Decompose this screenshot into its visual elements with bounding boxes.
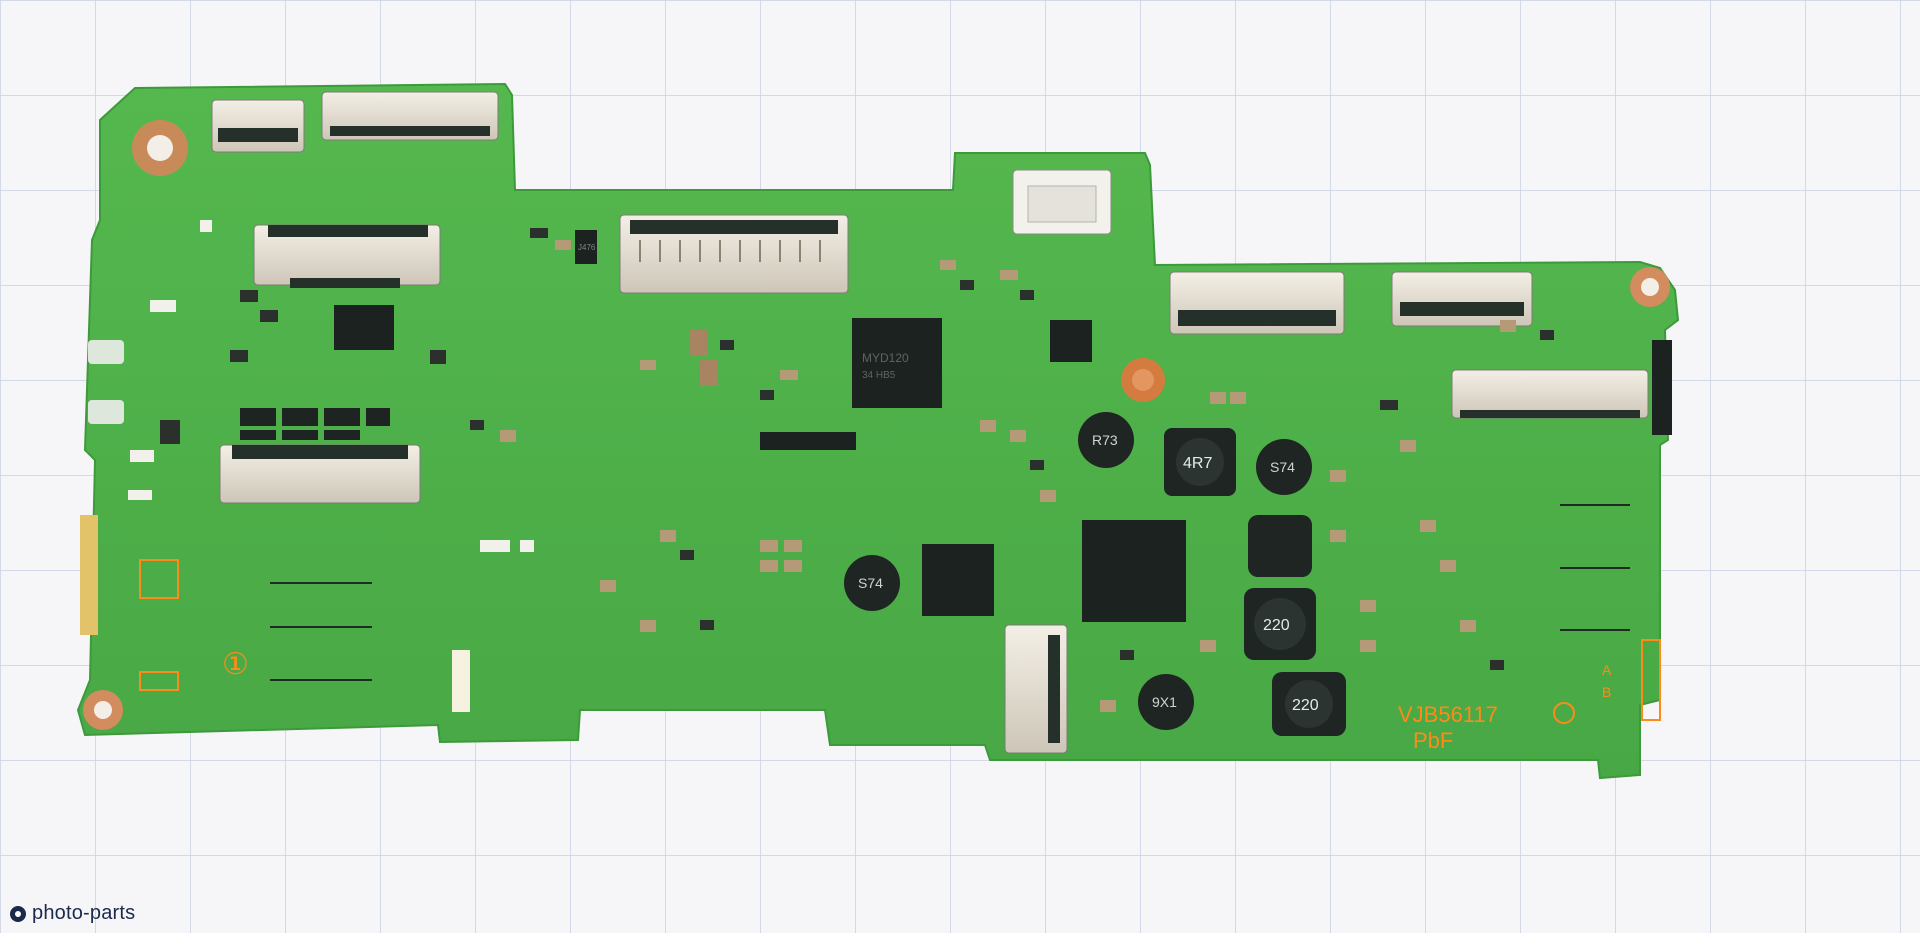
silkscreen (139, 559, 1661, 721)
ic-power-controller (1082, 520, 1186, 622)
mounting-hole-top-left (132, 120, 188, 176)
svg-text:34 HB5: 34 HB5 (862, 370, 896, 381)
fpc-connector-6 (1391, 271, 1533, 327)
inductor-220-a: 220 (1244, 588, 1316, 660)
fpc-connector-7 (1451, 369, 1649, 419)
silkscreen-lines (270, 504, 1630, 681)
inductor-4r7: 4R7 (1164, 428, 1236, 496)
svg-text:MYD120: MYD120 (862, 351, 909, 365)
svg-text:R73: R73 (1092, 432, 1118, 448)
ic-long-strip (760, 432, 856, 450)
watermark: photo-parts (10, 902, 135, 925)
inductor-s74-top: S74 (1256, 439, 1312, 495)
fpc-connector-5 (1169, 271, 1345, 335)
svg-text:4R7: 4R7 (1183, 455, 1212, 472)
silk-pbf: PbF (1413, 728, 1453, 753)
silk-circle-one: ① (222, 647, 249, 682)
inductor-220-b: 220 (1272, 672, 1346, 736)
inductor-9x1: 9X1 (1138, 674, 1194, 730)
fpc-connector-9 (1004, 624, 1068, 754)
smd-components (128, 220, 1554, 712)
side-tabs (88, 340, 124, 424)
test-pad-center (1121, 358, 1165, 402)
ic-small-mid (1050, 320, 1092, 362)
chip-j476: J476 (575, 230, 597, 264)
inductor-square (1248, 515, 1312, 577)
edge-contact-gold (80, 515, 98, 635)
svg-text:9X1: 9X1 (1152, 694, 1177, 710)
pad-array (240, 408, 390, 440)
ic-main-processor: MYD120 34 HB5 (852, 318, 942, 408)
svg-text:220: 220 (1263, 617, 1290, 634)
fpc-connector-4 (619, 214, 849, 294)
mounting-hole-right (1630, 267, 1670, 307)
inductor-r73: R73 (1078, 412, 1134, 468)
silk-label-a: A (1602, 662, 1612, 678)
fpc-connector-2 (321, 91, 499, 141)
ic-small-left (334, 305, 394, 350)
fpc-connector-3 (253, 224, 441, 288)
ic-soic (922, 544, 994, 616)
fpc-connector-8 (219, 444, 421, 504)
silk-label-b: B (1602, 684, 1611, 700)
wire-connector-white (1012, 169, 1112, 235)
silk-board-code: VJB56117 (1398, 702, 1498, 727)
camera-lens-icon (10, 905, 26, 922)
mounting-hole-bottom-left (83, 690, 123, 730)
silk-circle-marker (1553, 702, 1575, 724)
fpc-connector-1 (211, 99, 305, 153)
svg-text:J476: J476 (578, 243, 596, 252)
svg-text:S74: S74 (1270, 459, 1295, 475)
svg-text:S74: S74 (858, 575, 883, 591)
watermark-text: photo-parts (32, 902, 136, 924)
dark-edge-strip (1652, 340, 1672, 435)
inductor-s74-left: S74 (844, 555, 900, 611)
svg-text:220: 220 (1292, 697, 1319, 714)
